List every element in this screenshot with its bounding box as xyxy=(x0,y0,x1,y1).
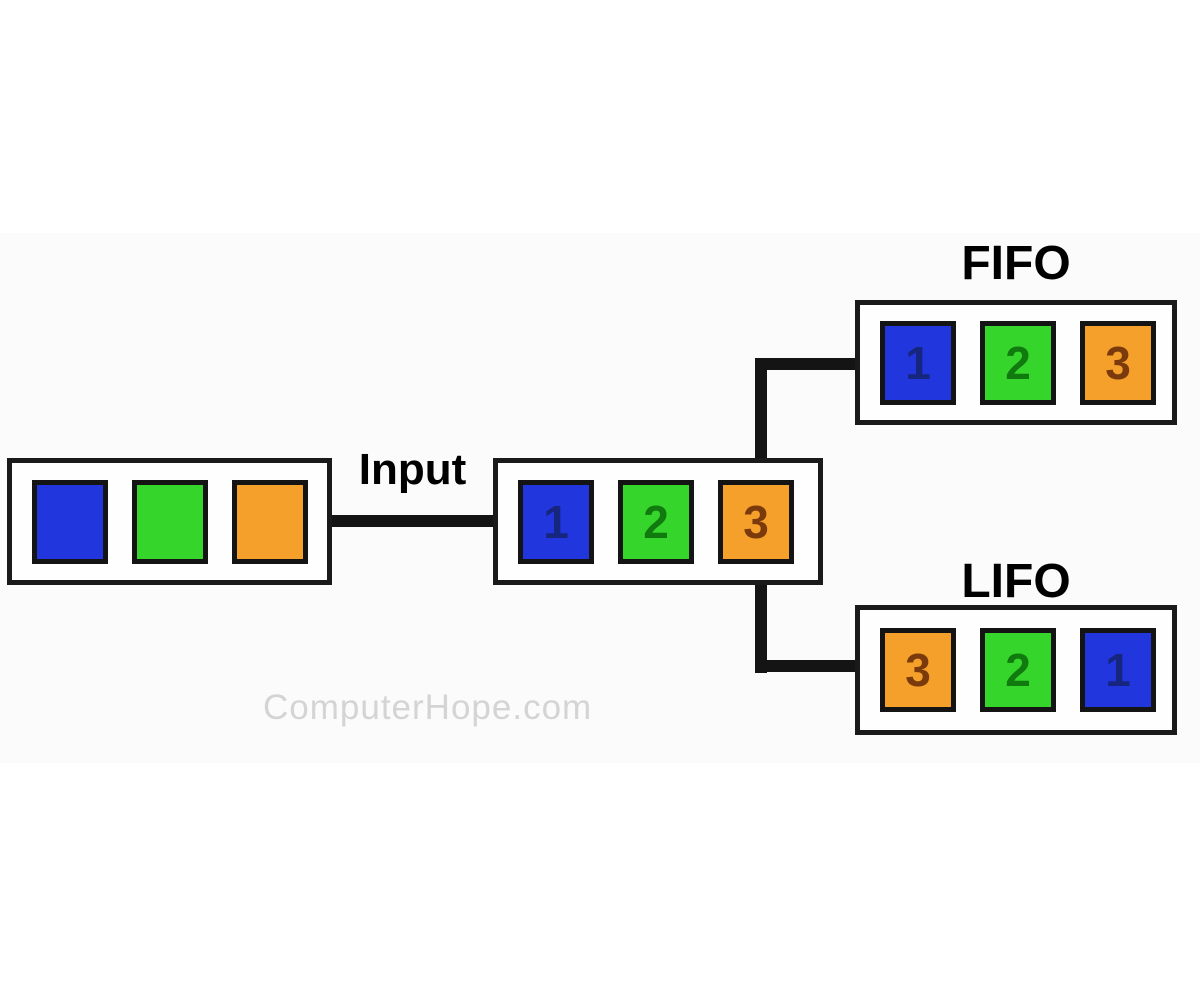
lifo-square-1-blue: 1 xyxy=(1080,628,1156,712)
computerhope-watermark: ComputerHope.com xyxy=(263,688,593,727)
fifo-queue-box: 1 2 3 xyxy=(855,300,1177,425)
connector-vertical-to-fifo xyxy=(755,358,767,465)
source-items-box xyxy=(7,458,332,585)
input-label: Input xyxy=(358,445,467,494)
connector-vertical-to-lifo xyxy=(755,578,767,673)
lifo-square-3-orange: 3 xyxy=(880,628,956,712)
input-square-1-blue: 1 xyxy=(518,479,594,564)
source-square-blue xyxy=(32,479,108,564)
fifo-square-1-blue: 1 xyxy=(880,320,956,405)
source-square-green xyxy=(132,479,208,564)
input-square-3-orange: 3 xyxy=(718,479,794,564)
fifo-square-3-orange: 3 xyxy=(1080,320,1156,405)
fifo-square-2-green: 2 xyxy=(980,320,1056,405)
connector-horizontal-to-lifo xyxy=(755,660,860,672)
input-square-2-green: 2 xyxy=(618,479,694,564)
fifo-label: FIFO xyxy=(961,237,1071,290)
connector-source-to-input xyxy=(330,515,495,527)
lifo-stack-box: 3 2 1 xyxy=(855,605,1177,735)
connector-horizontal-to-fifo xyxy=(755,358,860,370)
input-queue-box: 1 2 3 xyxy=(493,458,823,585)
lifo-label: LIFO xyxy=(961,555,1071,608)
lifo-square-2-green: 2 xyxy=(980,628,1056,712)
source-square-orange xyxy=(232,479,308,564)
